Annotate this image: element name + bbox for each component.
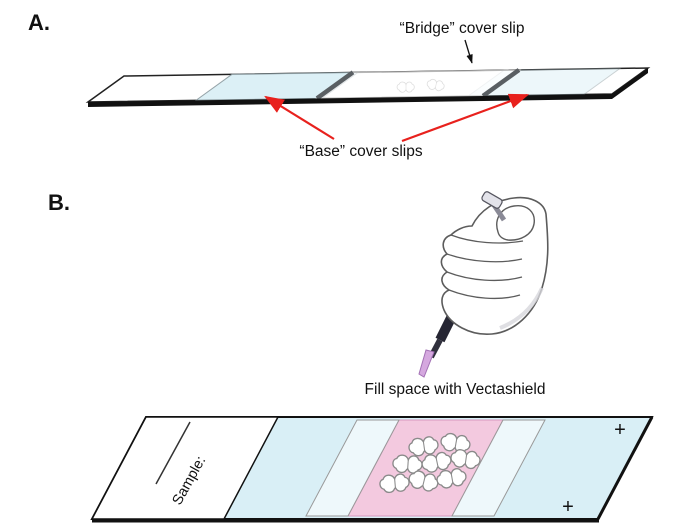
base-arrow-right — [401, 93, 530, 143]
thumb — [496, 205, 535, 241]
cover-slip-left — [305, 419, 400, 517]
glove-shading — [499, 287, 544, 330]
sample-write-line — [155, 421, 191, 485]
panel-a-label: A. — [28, 10, 50, 35]
finger-crease — [446, 271, 523, 282]
panel-b-label: B. — [48, 190, 70, 215]
slide-a-right-edge — [612, 68, 648, 99]
gloved-hand-illustration — [440, 196, 549, 335]
base-arrow-left — [264, 95, 335, 140]
bridge-edge-left — [315, 70, 355, 101]
panel-b-slide: Sample: + + — [90, 416, 654, 523]
finger-crease — [448, 289, 521, 300]
finger-crease — [446, 253, 523, 263]
plus-mark-top: + — [614, 419, 626, 441]
plus-mark-bottom: + — [562, 496, 574, 518]
bridge-caption: “Bridge” cover slip — [400, 20, 525, 37]
cover-slip-right — [451, 419, 546, 517]
finger-crease — [450, 234, 524, 244]
bridge-pointer-line — [464, 39, 473, 64]
base-caption: “Base” cover slips — [299, 143, 422, 160]
panel-a-slide-assembly — [85, 67, 651, 107]
bridge-edge-right — [481, 68, 521, 98]
pipette-plunger — [481, 191, 507, 222]
slide-a-front-edge — [88, 94, 612, 107]
pipette-tip — [418, 349, 435, 378]
fill-caption: Fill space with Vectashield — [365, 381, 546, 398]
plunger-button — [481, 191, 503, 209]
slide-b-right-edge — [596, 416, 654, 520]
